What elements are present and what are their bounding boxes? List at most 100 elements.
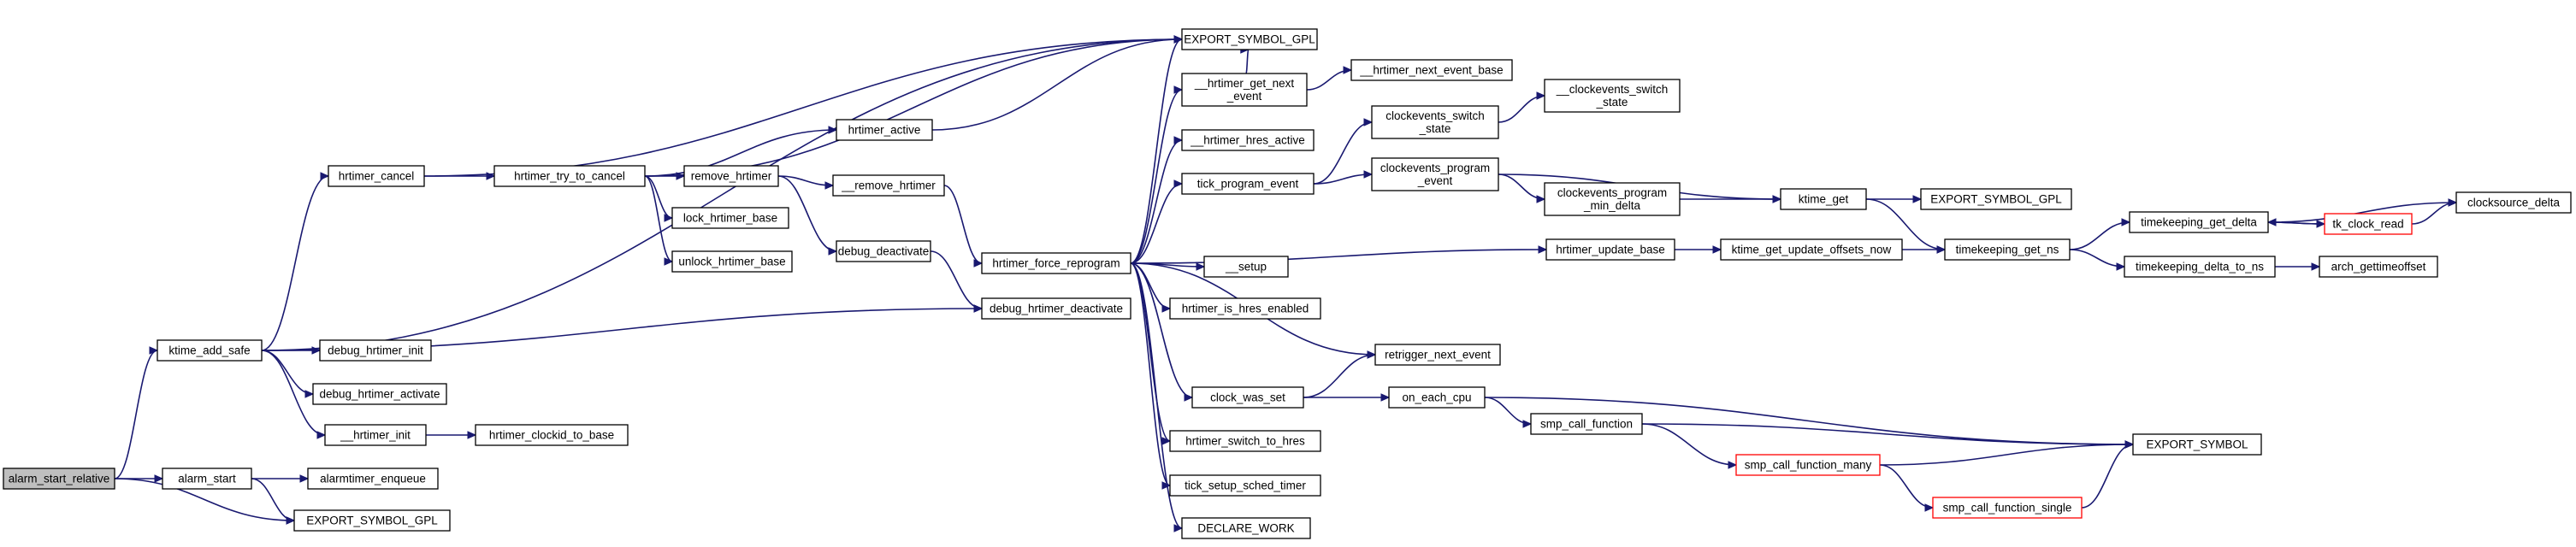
node-clockevents-program-min-delta[interactable]: clockevents_program_min_delta — [1544, 182, 1681, 216]
node-debug-hrtimer-init[interactable]: debug_hrtimer_init — [319, 339, 432, 362]
node-hrtimer-is-hres-enabled[interactable]: hrtimer_is_hres_enabled — [1169, 297, 1321, 320]
edge-clock_was_set-to-retrigger_next_event — [1303, 354, 1376, 398]
node-label: clocksource_delta — [2467, 197, 2561, 209]
node-label: retrigger_next_event — [1385, 349, 1491, 362]
node-clockevents-switch-state[interactable]: clockevents_switch_state — [1371, 105, 1499, 139]
arrowhead-smp_call_function_many — [1728, 461, 1738, 469]
node-tick-setup-sched-timer[interactable]: tick_setup_sched_timer — [1169, 474, 1321, 497]
arrowhead-clockevents_program_min_delta — [1536, 195, 1546, 203]
node-box — [836, 240, 931, 262]
node-smp-call-function[interactable]: smp_call_function — [1530, 413, 1643, 435]
node---hrtimer-get-next-event[interactable]: __hrtimer_get_next_event — [1181, 73, 1308, 107]
node---setup[interactable]: __setup — [1203, 256, 1289, 278]
node-export-symbol-gpl-bottom[interactable]: EXPORT_SYMBOL_GPL — [293, 509, 451, 532]
node-timekeeping-get-ns[interactable]: timekeeping_get_ns — [1944, 238, 2071, 261]
edge-remove_hrtimer-to-__remove_hrtimer — [777, 175, 834, 186]
node-label: __hrtimer_next_event_base — [1359, 64, 1503, 77]
node-unlock-hrtimer-base[interactable]: unlock_hrtimer_base — [671, 250, 793, 273]
node-label: _event — [1417, 174, 1453, 187]
node-ktime-get[interactable]: ktime_get — [1780, 188, 1867, 210]
node-label: EXPORT_SYMBOL_GPL — [1184, 33, 1315, 46]
node-label: lock_hrtimer_base — [683, 212, 777, 225]
edge-hrtimer_force_reprogram-to-tick_program_event — [1130, 183, 1183, 264]
node-declare-work[interactable]: DECLARE_WORK — [1181, 517, 1311, 539]
arrowhead-__hrtimer_hres_active — [1173, 136, 1184, 144]
node-box — [1191, 386, 1304, 409]
node-hrtimer-switch-to-hres[interactable]: hrtimer_switch_to_hres — [1169, 430, 1321, 452]
node-box — [328, 165, 425, 187]
arrowhead-clock_was_set — [1184, 393, 1194, 402]
node-box — [1169, 430, 1321, 452]
node---hrtimer-init[interactable]: __hrtimer_init — [324, 424, 427, 446]
edge-__remove_hrtimer-to-hrtimer_force_reprogram — [943, 185, 983, 264]
node-retrigger-next-event[interactable]: retrigger_next_event — [1374, 344, 1501, 366]
node-debug-hrtimer-activate[interactable]: debug_hrtimer_activate — [312, 383, 447, 405]
arrowhead-on_each_cpu — [1380, 393, 1391, 402]
node-label: EXPORT_SYMBOL_GPL — [306, 515, 438, 527]
node-smp-call-function-many[interactable]: smp_call_function_many — [1735, 454, 1881, 476]
node-ktime-get-update-offsets-now[interactable]: ktime_get_update_offsets_now — [1720, 238, 1903, 261]
node-label: __hrtimer_get_next — [1194, 77, 1295, 90]
arrowhead-__setup — [1196, 262, 1206, 271]
node-alarmtimer-enqueue[interactable]: alarmtimer_enqueue — [307, 468, 439, 490]
node-box — [1169, 297, 1321, 320]
node-label: debug_hrtimer_deactivate — [990, 303, 1123, 315]
node-label: __hrtimer_init — [340, 429, 411, 442]
node-label: alarm_start — [178, 473, 236, 485]
node-label: hrtimer_update_base — [1556, 244, 1665, 256]
node-debug-hrtimer-deactivate[interactable]: debug_hrtimer_deactivate — [981, 297, 1131, 320]
arrowhead-__hrtimer_next_event_base — [1343, 66, 1353, 74]
node-hrtimer-cancel[interactable]: hrtimer_cancel — [328, 165, 425, 187]
arrowhead-hrtimer_update_base — [1538, 245, 1548, 254]
node-box — [293, 509, 451, 532]
node-box — [1544, 182, 1681, 216]
node-hrtimer-clockid-to-base[interactable]: hrtimer_clockid_to_base — [475, 424, 629, 446]
node-tick-program-event[interactable]: tick_program_event — [1181, 173, 1315, 195]
node-box — [2324, 213, 2413, 235]
node-clockevents-program-event[interactable]: clockevents_program_event — [1371, 157, 1499, 191]
node-label: tk_clock_read — [2332, 218, 2403, 231]
node-box — [475, 424, 629, 446]
node---clockevents-switch-state[interactable]: __clockevents_switch_state — [1544, 79, 1681, 113]
node-hrtimer-update-base[interactable]: hrtimer_update_base — [1545, 238, 1675, 261]
node-box — [1374, 344, 1501, 366]
node-clocksource-delta[interactable]: clocksource_delta — [2455, 191, 2572, 214]
node-arch-gettimeoffset[interactable]: arch_gettimeoffset — [2319, 256, 2438, 278]
node-debug-deactivate[interactable]: debug_deactivate — [836, 240, 931, 262]
node-hrtimer-active[interactable]: hrtimer_active — [836, 119, 933, 141]
node-ktime-add-safe[interactable]: ktime_add_safe — [157, 339, 263, 362]
node-alarm-start[interactable]: alarm_start — [162, 468, 252, 490]
node-hrtimer-try-to-cancel[interactable]: hrtimer_try_to_cancel — [493, 165, 646, 187]
node-export-symbol[interactable]: EXPORT_SYMBOL — [2132, 433, 2262, 456]
node-tk-clock-read[interactable]: tk_clock_read — [2324, 213, 2413, 235]
node-export-symbol-gpl-right[interactable]: EXPORT_SYMBOL_GPL — [1920, 188, 2072, 210]
node-hrtimer-force-reprogram[interactable]: hrtimer_force_reprogram — [981, 252, 1131, 274]
edge-hrtimer_try_to_cancel-to-lock_hrtimer_base — [644, 175, 673, 219]
node-alarm-start-relative[interactable]: alarm_start_relative — [3, 468, 115, 490]
node-smp-call-function-single[interactable]: smp_call_function_single — [1932, 497, 2083, 519]
arrowhead-retrigger_next_event — [1367, 350, 1377, 359]
edge-tk_clock_read-to-timekeeping_get_delta — [2267, 221, 2325, 225]
arrowhead-__remove_hrtimer — [824, 181, 835, 190]
node-timekeeping-get-delta[interactable]: timekeeping_get_delta — [2129, 211, 2269, 233]
node-timekeeping-delta-to-ns[interactable]: timekeeping_delta_to_ns — [2124, 256, 2276, 278]
edge-ktime_add_safe-to-debug_hrtimer_activate — [261, 350, 314, 395]
node-label: smp_call_function_many — [1745, 459, 1872, 472]
node-lock-hrtimer-base[interactable]: lock_hrtimer_base — [671, 207, 789, 229]
arrowhead-timekeeping_get_ns — [1936, 245, 1947, 254]
arrowhead-DECLARE_WORK — [1173, 524, 1184, 532]
node-remove-hrtimer[interactable]: remove_hrtimer — [683, 165, 779, 187]
arrowhead-smp_call_function — [1522, 420, 1533, 428]
node-box — [1388, 386, 1486, 409]
node---hrtimer-hres-active[interactable]: __hrtimer_hres_active — [1181, 129, 1315, 151]
node-export-symbol-gpl-top[interactable]: EXPORT_SYMBOL_GPL — [1181, 28, 1318, 50]
node-clock-was-set[interactable]: clock_was_set — [1191, 386, 1304, 409]
node-label: hrtimer_is_hres_enabled — [1182, 303, 1309, 315]
edge-clockevents_switch_state-to-__clockevents_switch_state — [1498, 95, 1545, 123]
node-label: timekeeping_get_ns — [1956, 244, 2059, 256]
node---hrtimer-next-event-base[interactable]: __hrtimer_next_event_base — [1350, 59, 1513, 81]
node-on-each-cpu[interactable]: on_each_cpu — [1388, 386, 1486, 409]
node---remove-hrtimer[interactable]: __remove_hrtimer — [832, 174, 945, 197]
arrowhead-alarmtimer_enqueue — [299, 474, 310, 483]
node-box — [1735, 454, 1881, 476]
